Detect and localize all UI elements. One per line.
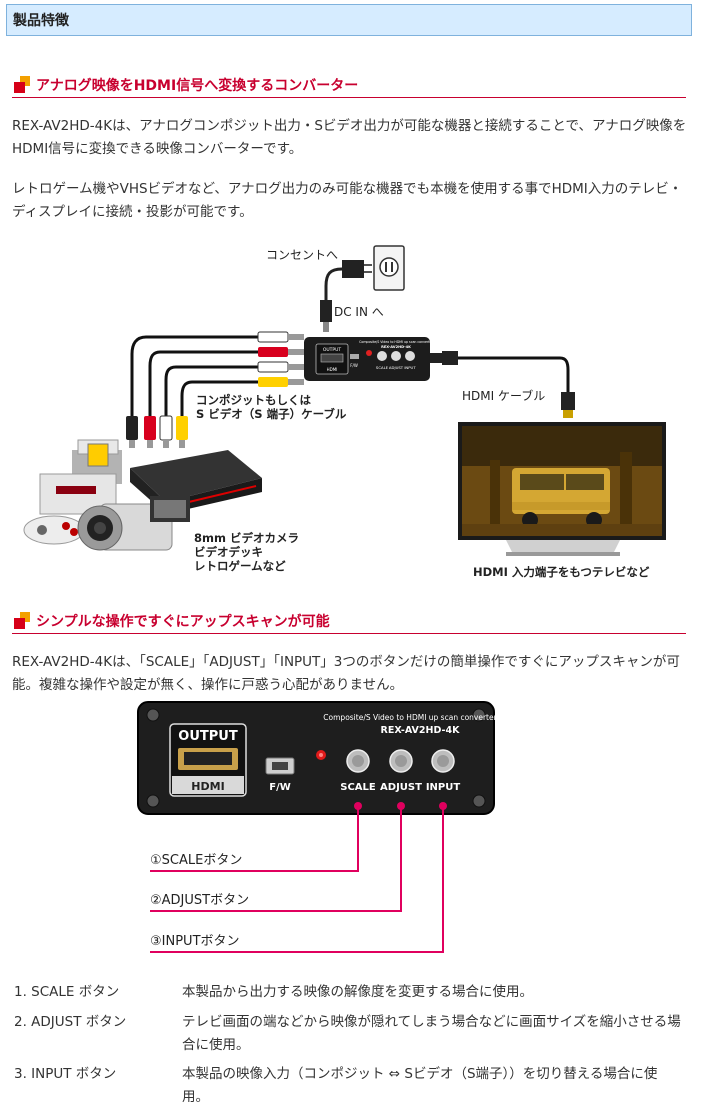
dcin-label: DC IN へ bbox=[334, 305, 384, 319]
intro-paragraph-1: REX-AV2HD-4Kは、アナログコンポジット出力・Sビデオ出力が可能な機器と… bbox=[12, 118, 687, 157]
composite-label-1: コンポジットもしくは bbox=[196, 393, 311, 407]
wall-outlet bbox=[373, 245, 405, 291]
composite-label-2: S ビデオ（S 端子）ケーブル bbox=[196, 407, 347, 421]
small-scale-label: SCALE bbox=[376, 365, 389, 370]
page-header: 製品特徴 bbox=[6, 4, 692, 36]
small-output-label: OUTPUT bbox=[323, 347, 342, 353]
list-item-adjust-name: 2. ADJUST ボタン bbox=[14, 1014, 127, 1030]
panel-scale-label: SCALE bbox=[340, 782, 376, 793]
callout-dot-adjust bbox=[397, 802, 405, 810]
small-fw-label: F/W bbox=[350, 363, 358, 368]
small-model-line-2: REX-AV2HD-4K bbox=[381, 345, 411, 349]
callout-adjust-button: ②ADJUSTボタン bbox=[150, 893, 249, 908]
television-illustration bbox=[458, 422, 666, 556]
square-bullet-icon bbox=[12, 75, 32, 94]
hdmi-cable-label: HDMI ケーブル bbox=[462, 388, 545, 403]
section-title-text: シンプルな操作ですぐにアップスキャンが可能 bbox=[36, 613, 330, 630]
small-model-line-1: Composite/S Video to HDMI up scan conver… bbox=[359, 340, 433, 344]
section-title-simple-operation: シンプルな操作ですぐにアップスキャンが可能 bbox=[12, 608, 686, 634]
operation-paragraph: REX-AV2HD-4Kは、「SCALE」「ADJUST」「INPUT」3つのボ… bbox=[12, 654, 680, 693]
small-hdmi-label: HDMI bbox=[327, 367, 338, 372]
list-item-scale-desc: 本製品から出力する映像の解像度を変更する場合に使用。 bbox=[182, 984, 533, 1000]
small-input-label: INPUT bbox=[404, 365, 416, 370]
callout-input-button: ③INPUTボタン bbox=[150, 934, 240, 949]
list-item-adjust-desc: テレビ画面の端などから映像が隠れてしまう場合などに画面サイズを縮小させる場合に使… bbox=[182, 1014, 681, 1053]
section-title-text: アナログ映像をHDMI信号へ変換するコンバーター bbox=[36, 77, 359, 94]
panel-fw-label: F/W bbox=[269, 782, 291, 793]
panel-model-line-1: Composite/S Video to HDMI up scan conver… bbox=[323, 713, 497, 722]
converter-device-small: OUTPUT HDMI F/W SCALE ADJUST INPUT Compo… bbox=[304, 337, 434, 381]
list-item-scale-name: 1. SCALE ボタン bbox=[14, 984, 120, 1000]
panel-hdmi-label: HDMI bbox=[191, 780, 224, 793]
device-front-panel-diagram: OUTPUT HDMI F/W Composite/S Video to HDM… bbox=[137, 701, 498, 953]
outlet-label: コンセントへ bbox=[266, 248, 338, 262]
callout-lines bbox=[150, 806, 444, 953]
list-item-input-desc: 本製品の映像入力（コンポジット ⇔ Sビデオ（S端子））を切り替える場合に使用。 bbox=[182, 1066, 658, 1105]
source-label-3: レトロゲームなど bbox=[194, 559, 286, 573]
panel-input-label: INPUT bbox=[426, 782, 461, 793]
intro-paragraph-2: レトロゲーム機やVHSビデオなど、アナログ出力のみ可能な機器でも本機を使用する事… bbox=[12, 181, 683, 220]
panel-output-label: OUTPUT bbox=[178, 729, 238, 744]
source-label-1: 8mm ビデオカメラ bbox=[194, 531, 299, 545]
composite-cables bbox=[126, 331, 304, 448]
page-header-title: 製品特徴 bbox=[13, 13, 69, 29]
tv-label: HDMI 入力端子をもつテレビなど bbox=[473, 565, 650, 579]
section-title-analog-to-hdmi: アナログ映像をHDMI信号へ変換するコンバーター bbox=[12, 72, 686, 98]
callout-dot-scale bbox=[354, 802, 362, 810]
small-adjust-label: ADJUST bbox=[389, 365, 404, 370]
connection-diagram: コンセントへ DC IN へ OUTPUT HDMI F/W SCALE ADJ… bbox=[23, 245, 666, 579]
panel-model-line-2: REX-AV2HD-4K bbox=[381, 725, 461, 736]
game-console-illustration bbox=[23, 439, 122, 545]
callout-dot-input bbox=[439, 802, 447, 810]
panel-adjust-label: ADJUST bbox=[380, 782, 422, 793]
converter-device-large: OUTPUT HDMI F/W Composite/S Video to HDM… bbox=[137, 701, 498, 815]
video-camera-illustration bbox=[77, 496, 190, 551]
source-label-2: ビデオデッキ bbox=[194, 545, 263, 559]
list-item-input-name: 3. INPUT ボタン bbox=[14, 1066, 117, 1082]
ac-adapter bbox=[320, 260, 372, 332]
square-bullet-icon bbox=[12, 611, 32, 630]
hdmi-cable bbox=[430, 351, 575, 418]
callout-scale-button: ①SCALEボタン bbox=[150, 853, 242, 868]
